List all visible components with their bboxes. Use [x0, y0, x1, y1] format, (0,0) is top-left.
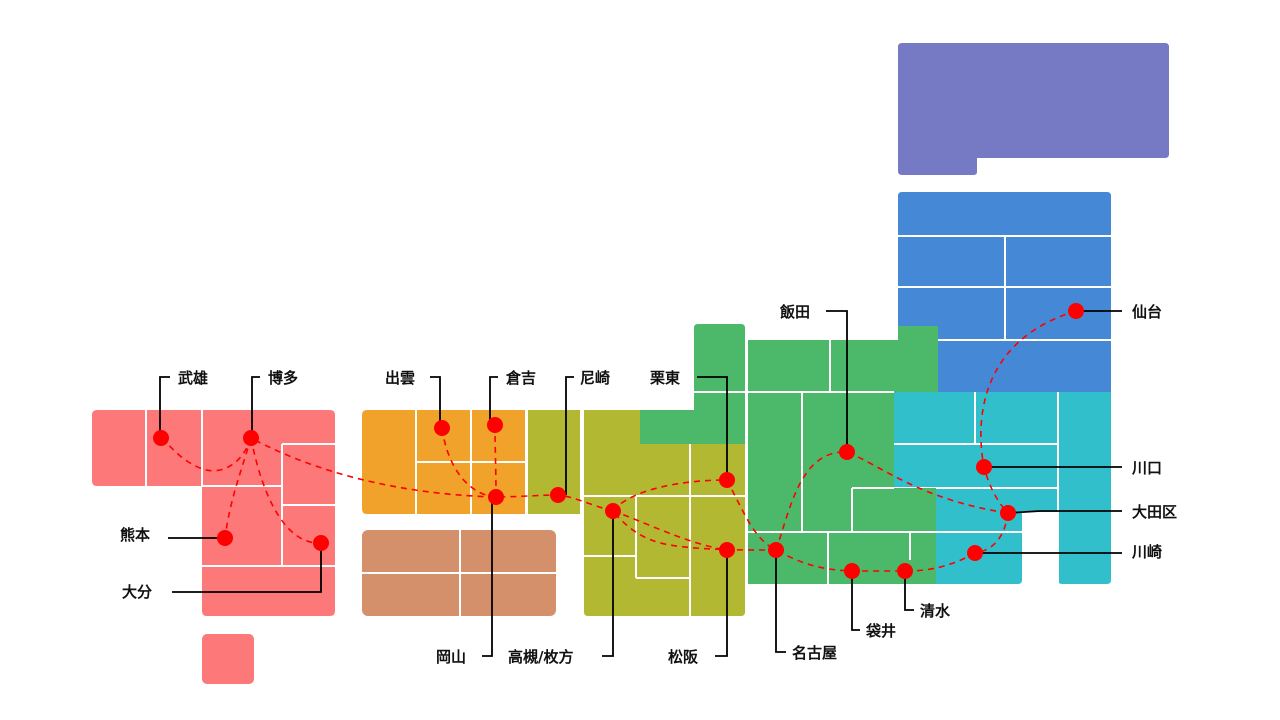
station-label-kawasaki: 川崎 [1131, 543, 1162, 561]
station-label-nagoya: 名古屋 [792, 644, 837, 662]
route-hakata-oita [250, 437, 322, 544]
tile-hyogo [528, 410, 580, 514]
route-hakata-takeo [160, 437, 252, 472]
station-dot-kawaguchi[interactable] [976, 459, 992, 475]
route-okayama-izumo [441, 427, 497, 498]
leader-ota [1007, 510, 1122, 514]
leader-lines [159, 310, 1122, 657]
station-dot-matsusaka[interactable] [719, 542, 735, 558]
station-label-shimizu: 清水 [920, 602, 951, 620]
tile-kyushu [92, 410, 335, 616]
station-label-kumamoto: 熊本 [120, 526, 150, 544]
station-dot-ota[interactable] [1000, 505, 1016, 521]
tile-ishikawa [640, 324, 745, 444]
leader-iida [826, 310, 848, 452]
region-shikoku [362, 530, 556, 616]
route-kawasaki-nagoya [775, 549, 976, 572]
kansai-borders [584, 444, 745, 616]
station-dot-ritto[interactable] [719, 472, 735, 488]
leader-amagasaki [565, 376, 574, 495]
tile-chiba [1058, 392, 1111, 584]
station-label-ritto: 栗東 [650, 369, 680, 387]
station-label-takeo: 武雄 [178, 369, 208, 387]
tile-hokkaido [898, 43, 1169, 175]
chubu-borders [694, 340, 936, 584]
station-label-ota: 大田区 [1132, 503, 1177, 521]
leader-kurayoshi [489, 376, 498, 425]
station-label-takatsuki: 高槻/枚方 [508, 648, 573, 666]
station-dot-kawasaki[interactable] [967, 545, 983, 561]
station-dot-iida[interactable] [839, 444, 855, 460]
station-label-iida: 飯田 [779, 303, 810, 321]
tile-kansai-main [584, 410, 745, 616]
station-label-amagasaki: 尼崎 [580, 369, 610, 387]
leader-okayama [482, 497, 493, 657]
station-label-izumo: 出雲 [385, 369, 415, 387]
station-dot-takatsuki[interactable] [605, 503, 621, 519]
route-hakata-kumamoto [224, 437, 252, 539]
leader-hakata [251, 376, 260, 438]
leader-izumo [430, 376, 441, 428]
station-label-kawaguchi: 川口 [1131, 459, 1162, 477]
station-label-hakata: 博多 [268, 369, 298, 387]
station-dot-sendai[interactable] [1068, 303, 1084, 319]
station-markers [153, 303, 1084, 579]
station-label-oita: 大分 [122, 583, 152, 601]
tohoku-borders [898, 235, 1111, 341]
station-dot-nagoya[interactable] [768, 542, 784, 558]
station-dot-fukuroi[interactable] [844, 563, 860, 579]
station-label-sendai: 仙台 [1132, 303, 1162, 321]
station-dot-oita[interactable] [313, 535, 329, 551]
region-kyushu [92, 410, 335, 684]
station-label-fukuroi: 袋井 [865, 622, 896, 640]
route-takatsuki-matsusaka [612, 510, 728, 551]
leader-ritto [697, 376, 728, 480]
leader-takatsuki [602, 511, 614, 657]
station-label-matsusaka: 松阪 [668, 648, 699, 666]
route-nagoya-takatsuki [612, 510, 777, 551]
station-label-kurayoshi: 倉吉 [505, 369, 536, 387]
station-dot-kumamoto[interactable] [217, 530, 233, 546]
tile-okinawa [202, 634, 254, 684]
route-takatsuki-hakata [250, 437, 614, 512]
region-kansai [528, 410, 745, 616]
route-nagoya-iida-ota [775, 451, 1009, 551]
station-dot-amagasaki[interactable] [550, 487, 566, 503]
region-tohoku [898, 192, 1111, 392]
station-dot-okayama[interactable] [488, 489, 504, 505]
region-hokkaido [898, 43, 1169, 175]
station-dot-hakata[interactable] [243, 430, 259, 446]
leader-takeo [159, 376, 170, 438]
kyushu-borders [145, 410, 335, 567]
route-sendai-ota [980, 310, 1077, 514]
station-dot-takeo[interactable] [153, 430, 169, 446]
station-dot-izumo[interactable] [434, 420, 450, 436]
station-dot-shimizu[interactable] [897, 563, 913, 579]
leader-fukuroi [851, 571, 860, 631]
station-labels: 仙台 川口 大田区 川崎 清水 袋井 名古屋 松阪 高槻/枚方 岡山 飯田 栗東… [120, 303, 1177, 666]
station-dot-kurayoshi[interactable] [487, 417, 503, 433]
station-label-okayama: 岡山 [436, 648, 466, 666]
leader-shimizu [904, 571, 914, 611]
leader-oita [172, 543, 322, 593]
leader-matsusaka [715, 550, 728, 657]
leader-nagoya [775, 550, 786, 653]
shikoku-borders [362, 530, 556, 616]
